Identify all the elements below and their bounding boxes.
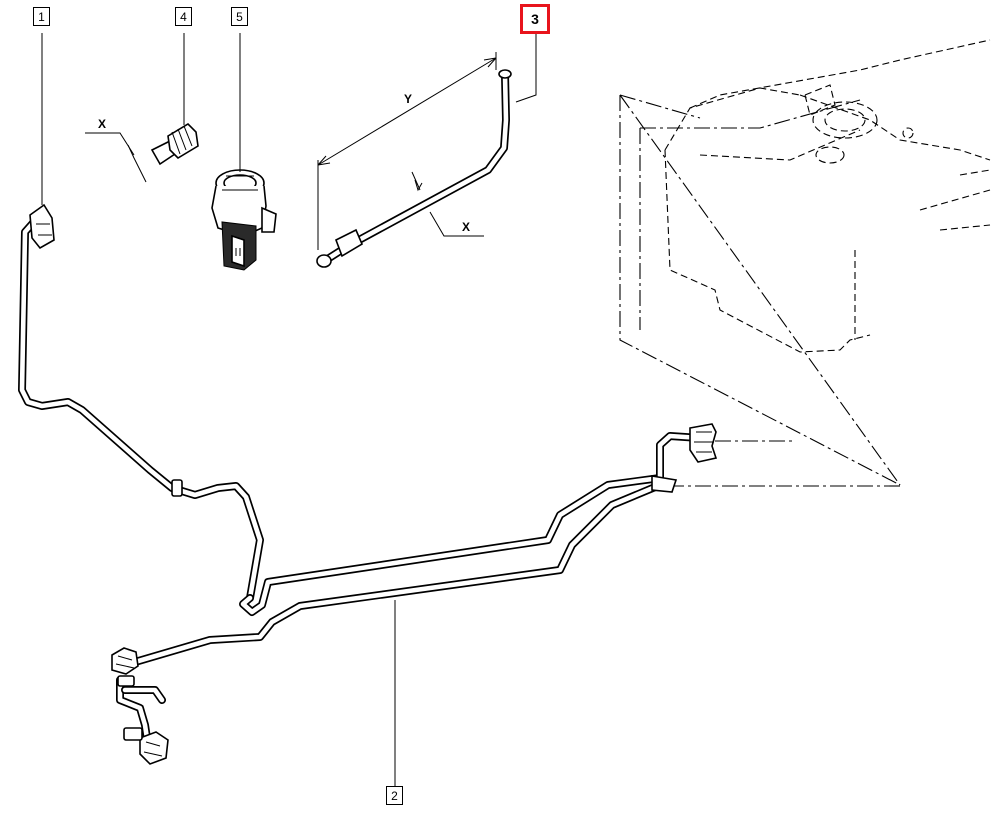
part-2-tube-assembly	[111, 423, 718, 790]
nut-left-upper	[111, 647, 139, 675]
part-1-tube	[18, 203, 264, 602]
part-4-connector	[85, 33, 199, 183]
callout-4[interactable]: 4	[175, 7, 192, 26]
dimension-x-part-3: X	[462, 220, 471, 234]
dimension-y-part-3: Y	[404, 92, 413, 106]
part-3-sleeve	[334, 228, 364, 258]
part-3-tube-end	[498, 69, 512, 79]
nut-left-lower	[139, 731, 169, 765]
part-5-pump	[211, 33, 277, 271]
fitting-bottom-right	[651, 475, 678, 493]
leader-part-3	[515, 34, 537, 103]
callout-3[interactable]: 3	[520, 4, 550, 34]
part-3-tube	[316, 34, 537, 268]
callout-5[interactable]: 5	[231, 7, 248, 26]
dimension-x-part-4: X	[98, 117, 107, 131]
callout-1[interactable]: 1	[33, 7, 50, 26]
fitting-top-right	[689, 423, 718, 463]
part-1-fitting	[29, 203, 55, 250]
reservoir-tank	[619, 39, 991, 486]
callout-2[interactable]: 2	[386, 786, 403, 805]
